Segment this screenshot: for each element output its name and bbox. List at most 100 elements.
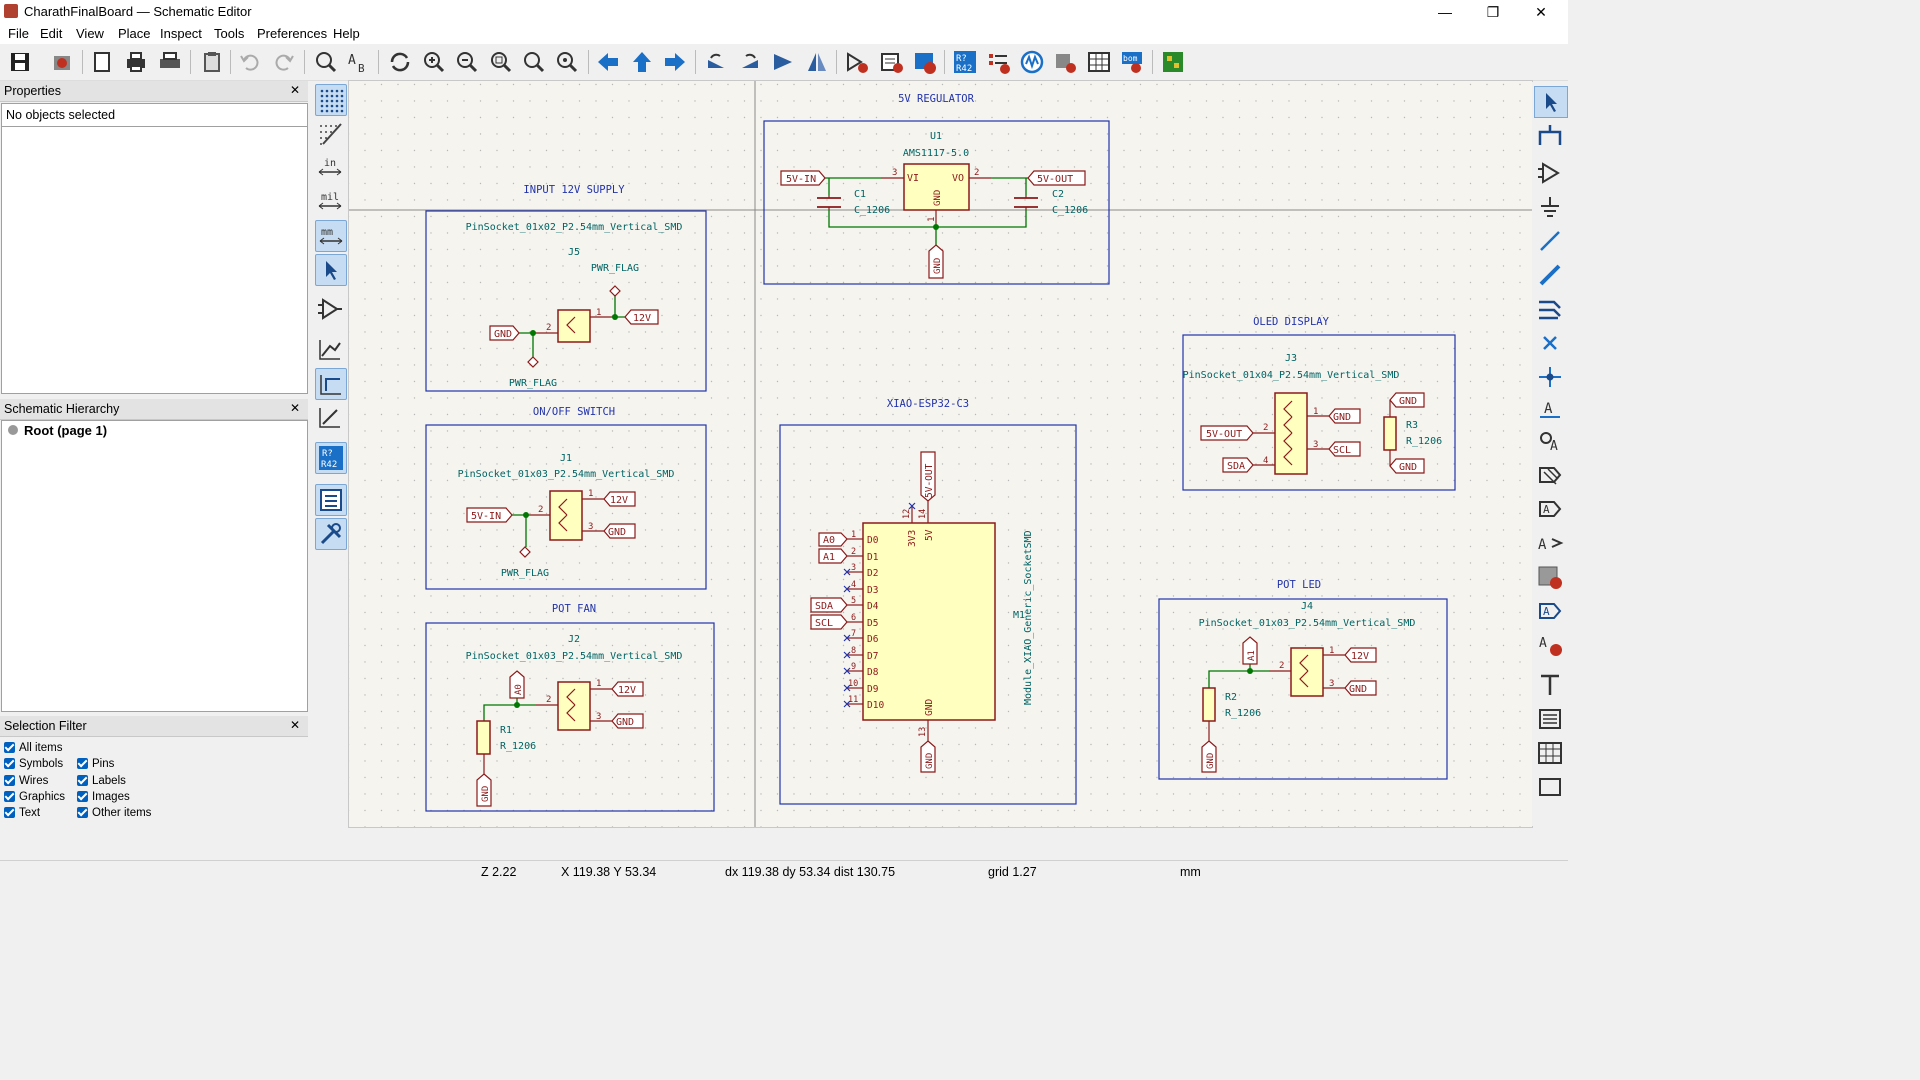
label-a0-fan[interactable]: A0 xyxy=(509,670,525,699)
label-5v-out-reg[interactable]: 5V-OUT xyxy=(1027,170,1086,186)
label-12v-fan[interactable]: 12V xyxy=(611,681,644,697)
hierarchical-pin-icon[interactable]: A xyxy=(1534,528,1566,558)
label-gnd-led[interactable]: GND xyxy=(1344,680,1377,696)
mirror-horizontal-icon[interactable] xyxy=(803,48,831,76)
label-gnd-r3-top[interactable]: GND xyxy=(1389,392,1425,408)
zoom-selection-icon[interactable] xyxy=(553,48,581,76)
simulator-icon[interactable] xyxy=(1018,48,1046,76)
mirror-vertical-icon[interactable] xyxy=(769,48,797,76)
label-a1-xiao[interactable]: A1 xyxy=(818,548,848,564)
hierarchy-root[interactable]: Root (page 1) xyxy=(24,423,108,438)
units-inches-icon[interactable]: in xyxy=(315,152,345,182)
filter-images[interactable]: Images xyxy=(77,791,130,803)
bom-icon[interactable]: bom xyxy=(1118,48,1146,76)
menu-edit[interactable]: Edit xyxy=(40,26,63,41)
hidden-pins-icon[interactable] xyxy=(315,294,345,324)
filter-other-items[interactable]: Other items xyxy=(77,807,151,819)
label-12v-switch[interactable]: 12V xyxy=(603,491,636,507)
schematic-setup-icon[interactable] xyxy=(48,48,76,76)
schematic-canvas[interactable]: 5V REGULATOR INPUT 12V SUPPLY ON/OFF SWI… xyxy=(348,80,1533,828)
label-scl-xiao[interactable]: SCL xyxy=(810,614,848,630)
erc-list-icon[interactable] xyxy=(985,48,1013,76)
navigate-back-icon[interactable] xyxy=(594,48,622,76)
refresh-icon[interactable] xyxy=(386,48,414,76)
resistor-r2[interactable] xyxy=(1202,687,1216,741)
print-icon[interactable] xyxy=(122,48,150,76)
label-gnd-oled[interactable]: GND xyxy=(1328,408,1361,424)
menu-inspect[interactable]: Inspect xyxy=(160,26,202,41)
highlight-net-icon[interactable] xyxy=(1534,120,1566,150)
minimize-button[interactable]: — xyxy=(1438,4,1452,20)
plot-icon[interactable] xyxy=(156,48,184,76)
save-icon[interactable] xyxy=(6,48,34,76)
cursor-crosshair-icon[interactable] xyxy=(315,254,347,286)
label-gnd-switch[interactable]: GND xyxy=(603,523,636,539)
filter-all-items[interactable]: All items xyxy=(4,742,62,754)
add-wire-icon[interactable] xyxy=(1534,226,1566,256)
menu-view[interactable]: View xyxy=(76,26,104,41)
add-text-icon[interactable] xyxy=(1534,670,1566,700)
add-symbol-icon[interactable] xyxy=(1534,158,1566,188)
net-label-icon[interactable]: A xyxy=(1534,394,1566,424)
connector-j5[interactable]: 1 2 xyxy=(533,308,615,343)
connector-j1[interactable]: 1 3 2 xyxy=(526,489,604,541)
rotate-cw-icon[interactable] xyxy=(736,48,764,76)
rotate-ccw-icon[interactable] xyxy=(702,48,730,76)
close-icon[interactable]: ✕ xyxy=(289,83,300,97)
assign-footprints-icon[interactable] xyxy=(1051,48,1079,76)
zoom-in-icon[interactable] xyxy=(420,48,448,76)
label-12v-led[interactable]: 12V xyxy=(1344,647,1377,663)
line-mode-90-icon[interactable] xyxy=(315,368,347,400)
annotation-r42-icon[interactable]: R?R42 xyxy=(315,442,347,474)
pcb-editor-icon[interactable] xyxy=(1159,48,1187,76)
navigate-forward-icon[interactable] xyxy=(661,48,689,76)
label-gnd-r2[interactable]: GND xyxy=(1201,740,1217,773)
label-gnd-reg[interactable]: GND xyxy=(928,244,944,279)
add-textbox-icon[interactable] xyxy=(1534,704,1566,734)
maximize-button[interactable]: ❐ xyxy=(1486,4,1500,20)
label-a0-xiao[interactable]: A0 xyxy=(818,532,848,547)
label-sda-oled[interactable]: SDA xyxy=(1222,457,1254,473)
paste-icon[interactable] xyxy=(198,48,226,76)
zoom-objects-icon[interactable] xyxy=(520,48,548,76)
label-gnd-input[interactable]: GND xyxy=(489,325,520,341)
symbol-fields-icon[interactable] xyxy=(877,48,905,76)
grid-toggle-icon[interactable] xyxy=(315,84,347,116)
label-sda-xiao[interactable]: SDA xyxy=(810,597,848,613)
zoom-fit-icon[interactable] xyxy=(487,48,515,76)
menu-place[interactable]: Place xyxy=(118,26,151,41)
directive-label-icon[interactable]: A xyxy=(1534,494,1566,524)
connector-j3[interactable]: 1 3 2 4 xyxy=(1253,392,1329,475)
connector-j4[interactable]: 1 3 2 xyxy=(1269,646,1345,697)
redo-icon[interactable] xyxy=(270,48,298,76)
label-gnd-r3-bottom[interactable]: GND xyxy=(1389,458,1425,474)
line-mode-free-icon[interactable] xyxy=(315,334,345,364)
add-power-icon[interactable] xyxy=(1534,192,1566,222)
units-mm-icon[interactable]: mm xyxy=(315,220,347,252)
label-5v-in-switch[interactable]: 5V-IN xyxy=(466,507,513,523)
connector-j2[interactable]: 1 3 2 xyxy=(536,679,612,731)
close-icon[interactable]: ✕ xyxy=(289,718,300,732)
module-m1[interactable]: D0 D1 D2 D3 D4 D5 D6 D7 D8 D9 D10 1 2 3 … xyxy=(847,501,996,741)
filter-labels[interactable]: Labels xyxy=(77,775,126,787)
label-5v-out-xiao[interactable]: 5V-OUT xyxy=(920,451,936,502)
filter-text[interactable]: Text xyxy=(4,807,40,819)
label-12v-input[interactable]: 12V xyxy=(624,309,659,325)
junction-icon[interactable] xyxy=(1534,362,1566,392)
regulator-u1[interactable]: U1 AMS1117-5.0 VI VO GND 3 2 1 xyxy=(881,131,991,227)
close-button[interactable]: ✕ xyxy=(1535,4,1547,20)
resistor-r3[interactable] xyxy=(1383,400,1397,466)
add-table-icon[interactable] xyxy=(1534,738,1566,768)
global-label-icon[interactable]: A xyxy=(1534,426,1566,456)
add-sheet-icon[interactable] xyxy=(1534,562,1566,592)
erc-icon[interactable] xyxy=(910,48,938,76)
sheet-pin-icon[interactable]: A xyxy=(1534,596,1566,626)
menu-preferences[interactable]: Preferences xyxy=(257,26,328,41)
close-icon[interactable]: ✕ xyxy=(289,401,300,415)
label-gnd-xiao[interactable]: GND xyxy=(920,740,936,773)
symbol-table-icon[interactable] xyxy=(1085,48,1113,76)
line-mode-45-icon[interactable] xyxy=(315,402,345,432)
filter-wires[interactable]: Wires xyxy=(4,775,48,787)
resistor-r1[interactable] xyxy=(476,720,491,774)
